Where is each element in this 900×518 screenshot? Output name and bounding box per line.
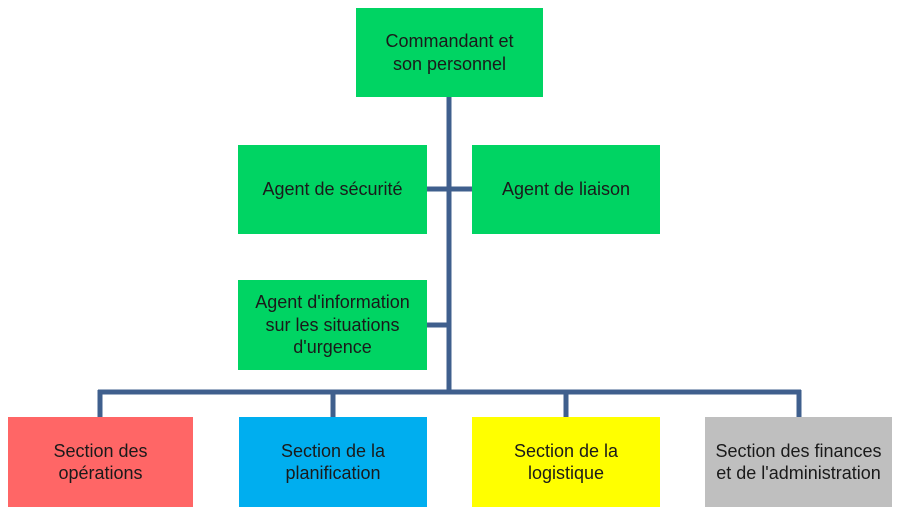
finance-admin-section-box: Section des finances et de l'administrat…	[705, 417, 892, 507]
commander-box: Commandant et son personnel	[356, 8, 543, 97]
logistics-section-box: Section de la logistique	[472, 417, 660, 507]
liaison-officer-label: Agent de liaison	[501, 179, 631, 200]
public-info-officer-label: Agent d'information sur les situations d…	[255, 292, 410, 358]
safety-officer-label: Agent de sécurité	[262, 179, 403, 200]
logistics-section-label: Section de la logistique	[513, 440, 619, 484]
planning-section-label: Section de la planification	[280, 440, 386, 484]
planning-section-box: Section de la planification	[239, 417, 427, 507]
liaison-officer-box: Agent de liaison	[472, 145, 660, 234]
public-info-officer-box: Agent d'information sur les situations d…	[238, 280, 427, 370]
commander-label: Commandant et son personnel	[385, 31, 514, 74]
safety-officer-box: Agent de sécurité	[238, 145, 427, 234]
operations-section-label: Section des opérations	[53, 440, 148, 484]
finance-admin-section-label: Section des finances et de l'administrat…	[715, 440, 882, 484]
operations-section-box: Section des opérations	[8, 417, 193, 507]
